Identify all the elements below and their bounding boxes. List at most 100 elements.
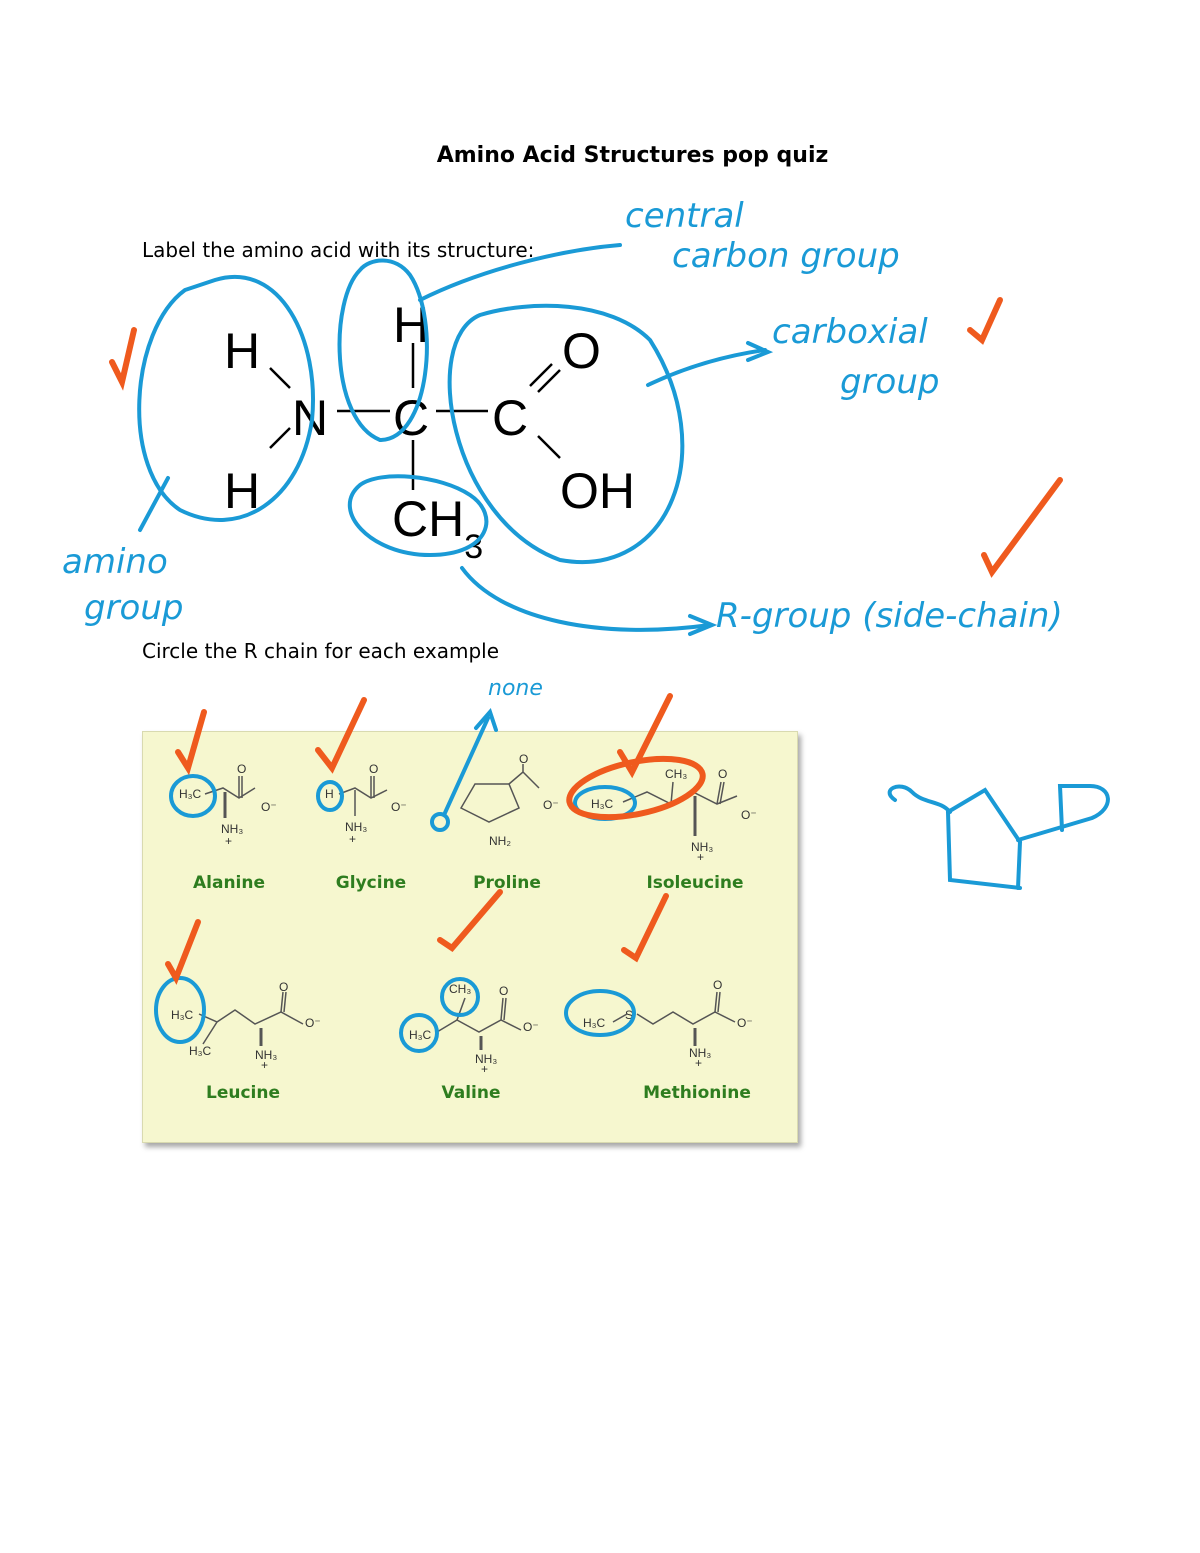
glycine-r-group: H	[325, 787, 334, 801]
atom-ch3: CH3	[392, 491, 483, 564]
leucine-r-group-2: H₃C	[189, 1044, 212, 1058]
valine-r-group: H₃C	[409, 1028, 432, 1042]
leucine-r-group: H₃C	[171, 1008, 194, 1022]
atom-oh: OH	[560, 463, 635, 519]
alanine-name: Alanine	[192, 873, 266, 893]
r-group-arrow	[460, 566, 712, 632]
alanine-r-group: H₃C	[179, 787, 202, 801]
structure-bonds	[269, 343, 561, 490]
bond-h-n-bottom	[269, 427, 291, 449]
methionine-r-circle	[564, 989, 636, 1037]
instruction-label-structure: Label the amino acid with its structure:	[142, 238, 535, 262]
annotation-carbon-group: carbon group	[672, 236, 900, 276]
valine-plus: +	[481, 1062, 489, 1076]
check-amino	[109, 327, 137, 391]
central-carbon-arrow	[418, 243, 622, 302]
carboxyl-arrow	[646, 348, 767, 387]
atom-o-double: O	[562, 323, 601, 379]
alanine-r-circle	[169, 774, 217, 818]
proline-sketch-4	[946, 810, 1022, 890]
leucine-o-minus: O⁻	[305, 1016, 321, 1030]
annotation-amino: amino	[62, 542, 168, 582]
annotation-central: central	[625, 196, 744, 236]
isoleucine-ch3: CH₃	[665, 767, 688, 781]
isoleucine-name: Isoleucine	[646, 873, 744, 893]
annotation-r-group: R-group (side-chain)	[716, 596, 1063, 636]
valine-r-circle-1	[399, 1013, 439, 1053]
r-group-arrowhead	[688, 614, 718, 636]
bond-c-o-double-1	[529, 363, 553, 387]
check-glycine	[315, 697, 367, 774]
page-title: Amino Acid Structures pop quiz	[436, 143, 829, 168]
isoleucine-nh3: NH₃	[691, 840, 714, 854]
proline-r-circle	[430, 812, 450, 832]
atom-ch3-ch: CH	[392, 491, 465, 547]
proline-sketch-5	[1016, 840, 1022, 890]
methionine-o: O	[713, 978, 723, 992]
check-valine	[437, 889, 503, 952]
methionine-plus: +	[695, 1056, 703, 1070]
glycine-name: Glycine	[335, 873, 407, 893]
leucine-o: O	[279, 980, 289, 994]
annotation-amino-group: group	[84, 588, 184, 628]
proline-name: Proline	[473, 873, 541, 893]
methionine-o-minus: O⁻	[737, 1016, 753, 1030]
proline-o-minus: O⁻	[543, 798, 559, 812]
r-group-circle	[347, 474, 489, 558]
amino-acid-structure: H H N H C C O OH CH3	[0, 0, 1200, 700]
methionine-nh3: NH₃	[689, 1046, 712, 1060]
glycine-nh3: NH₃	[345, 820, 368, 834]
bond-c-o-double-2	[537, 369, 561, 393]
bond-c-oh	[537, 435, 561, 459]
alanine-o-minus: O⁻	[261, 800, 277, 814]
isoleucine-plus: +	[697, 850, 705, 864]
amino-acid-examples-panel: H₃C O O⁻ NH₃ + Alanine H O O⁻ NH₃ + Glyc…	[142, 731, 798, 1143]
valine-nh3: NH₃	[475, 1052, 498, 1066]
proline-sketch-3	[1016, 784, 1110, 842]
proline-o: O	[519, 752, 529, 766]
check-alanine	[175, 709, 207, 776]
proline-pointer	[442, 716, 490, 817]
check-methionine	[621, 893, 669, 963]
check-isoleucine	[617, 693, 673, 779]
instruction-circle-r-chain: Circle the R chain for each example	[142, 639, 500, 663]
hand-annotations-top	[109, 243, 1063, 636]
carboxyl-circle	[447, 303, 685, 564]
atom-h-bottom-left: H	[224, 463, 261, 519]
annotation-carboxyl: carboxial	[772, 312, 928, 352]
alanine-o: O	[237, 762, 247, 776]
alanine-plus: +	[225, 834, 233, 848]
glycine-plus: +	[349, 832, 357, 846]
proline-sketch-2	[946, 787, 1022, 844]
methionine-r-group: H₃C	[583, 1016, 606, 1030]
isoleucine-r-group: H₃C	[591, 797, 614, 811]
proline-nh2: NH₂	[489, 834, 511, 848]
valine-r-circle-2	[440, 977, 480, 1017]
glycine-r-circle	[316, 780, 344, 812]
valine-o: O	[499, 984, 509, 998]
glycine-o: O	[369, 762, 379, 776]
valine-o-minus: O⁻	[523, 1020, 539, 1034]
proline-sketch-1	[887, 784, 952, 814]
atom-h-top-left: H	[224, 323, 261, 379]
leucine-name: Leucine	[205, 1083, 280, 1103]
amino-pointer	[138, 476, 170, 532]
valine-name: Valine	[441, 1083, 501, 1103]
leucine-r-circle	[154, 976, 206, 1044]
check-leucine	[165, 919, 201, 985]
methionine-s: S	[625, 1008, 634, 1022]
valine-ch3: CH₃	[449, 982, 472, 996]
leucine-plus: +	[261, 1058, 269, 1072]
isoleucine-r-circle-outer	[566, 755, 706, 821]
carboxyl-arrowhead	[746, 341, 774, 362]
annotation-carboxyl-group: group	[840, 362, 940, 402]
atom-c-carboxyl: C	[492, 390, 529, 446]
isoleucine-o: O	[718, 767, 728, 781]
isoleucine-o-minus: O⁻	[741, 808, 757, 822]
check-r-group	[981, 477, 1063, 578]
central-carbon-circle	[337, 258, 429, 443]
proline-arrowhead	[474, 708, 498, 732]
annotation-none: none	[488, 676, 543, 701]
leucine-nh3: NH₃	[255, 1048, 278, 1062]
